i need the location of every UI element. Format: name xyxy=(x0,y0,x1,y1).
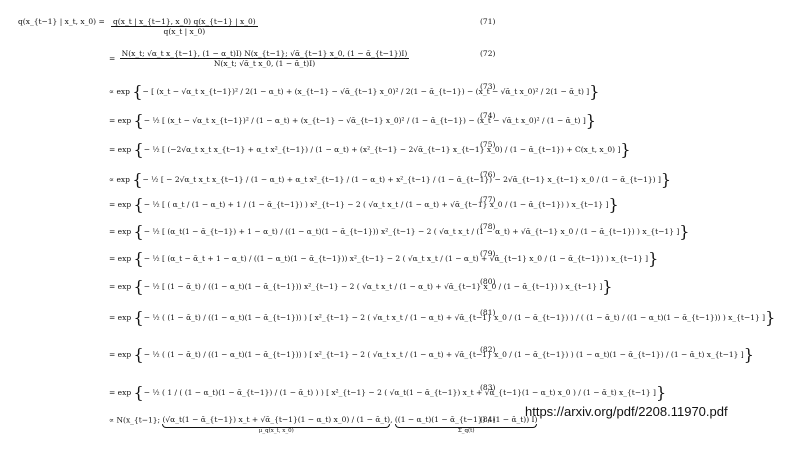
equation-number: (74) xyxy=(480,111,496,120)
equation-number: (82) xyxy=(480,345,496,354)
mean-expression: (√α_t(1 − ᾱ_{t−1}) x_t + √ᾱ_{t−1}(1 − α_… xyxy=(162,415,391,424)
expression: − ½ [ (α_t(1 − ᾱ_{t−1}) + 1 − α_t) / ((1… xyxy=(143,227,680,236)
right-brace: } xyxy=(608,195,619,214)
expression: − ½ [ (−2√α_t x_t x_{t−1} + α_t x²_{t−1}… xyxy=(143,145,621,154)
separator: , xyxy=(390,415,395,425)
fraction-denominator: q(x_t | x_0) xyxy=(163,27,206,36)
left-brace: { xyxy=(133,308,144,327)
fraction: N(x_t; √α_t x_{t−1}, (1 − α_t)I) N(x_{t−… xyxy=(119,49,410,68)
equation-body: = exp {− ½ [ (α_t(1 − ᾱ_{t−1}) + 1 − α_t… xyxy=(109,222,689,241)
equation-prefix: = exp xyxy=(109,350,134,359)
right-brace: } xyxy=(648,249,659,268)
mean-label: μ_q(x_t, x_0) xyxy=(258,428,294,434)
equation-body: = exp {− ½ [ (1 − ᾱ_t) / ((1 − α_t)(1 − … xyxy=(109,277,612,296)
equation-body: ∝ exp {− ½ [ − 2√α_t x_t x_{t−1} / (1 − … xyxy=(109,170,671,189)
left-brace: { xyxy=(132,82,143,101)
right-brace: } xyxy=(660,170,672,189)
right-brace: } xyxy=(585,111,596,130)
equation-number: (83) xyxy=(480,383,496,392)
equation-prefix: ∝ exp xyxy=(109,87,133,96)
equation-prefix: = exp xyxy=(109,227,134,236)
equation-prefix: = exp xyxy=(109,254,134,263)
equation-number: (71) xyxy=(480,17,496,26)
source-url: https://arxiv.org/pdf/2208.11970.pdf xyxy=(525,404,728,419)
expression: − ½ ( 1 / ( (1 − α_t)(1 − ᾱ_{t−1}) / (1 … xyxy=(143,388,656,397)
left-brace: { xyxy=(133,383,144,402)
equation-number: (84) xyxy=(480,415,496,424)
right-brace: } xyxy=(765,308,776,327)
equation-body: = exp {− ½ ( 1 / ( (1 − α_t)(1 − ᾱ_{t−1}… xyxy=(109,383,666,402)
left-brace: { xyxy=(133,345,144,364)
left-brace: { xyxy=(133,222,144,241)
equation-prefix: ∝ N(x_{t−1}; xyxy=(109,415,163,425)
fraction-denominator: N(x_t; √ᾱ_t x_0, (1 − ᾱ_t)I) xyxy=(213,59,316,68)
right-brace: } xyxy=(589,82,600,101)
expression: − ½ [ ( α_t / (1 − α_t) + 1 / (1 − ᾱ_{t−… xyxy=(143,200,609,209)
right-brace: } xyxy=(743,345,754,364)
equation-body: = exp {− ½ ( (1 − ᾱ_t) / ((1 − α_t)(1 − … xyxy=(109,345,754,364)
equation-body: = exp {− ½ ( (1 − ᾱ_t) / ((1 − α_t)(1 − … xyxy=(109,308,775,327)
equation-number: (80) xyxy=(480,277,496,286)
expression: − ½ ( (1 − ᾱ_t) / ((1 − α_t)(1 − ᾱ_{t−1}… xyxy=(143,313,766,322)
equation-prefix: = exp xyxy=(109,116,134,125)
equation-number: (75) xyxy=(480,140,496,149)
fraction: q(x_t | x_{t−1}, x_0) q(x_{t−1} | x_0)q(… xyxy=(111,17,258,36)
equation-prefix: = exp xyxy=(109,388,134,397)
left-brace: { xyxy=(133,111,144,130)
equation-body: ∝ N(x_{t−1}; (√α_t(1 − ᾱ_{t−1}) x_t + √ᾱ… xyxy=(109,415,538,434)
equation-number: (77) xyxy=(480,195,496,204)
equation-number: (76) xyxy=(480,170,496,179)
equation-prefix: = exp xyxy=(109,313,134,322)
fraction-numerator: N(x_t; √α_t x_{t−1}, (1 − α_t)I) N(x_{t−… xyxy=(119,49,410,59)
left-brace: { xyxy=(132,170,143,189)
covariance-label: Σ_q(t) xyxy=(457,428,475,434)
right-brace: } xyxy=(655,383,667,402)
equation-number: (81) xyxy=(480,308,496,317)
equation-number: (79) xyxy=(480,249,496,258)
expression: − [ (x_t − √α_t x_{t−1})² / 2(1 − α_t) +… xyxy=(142,87,590,96)
left-brace: { xyxy=(133,249,144,268)
left-brace: { xyxy=(133,195,144,214)
right-brace: } xyxy=(602,277,613,296)
equation-number: (72) xyxy=(480,49,496,58)
expression: − ½ [ (1 − ᾱ_t) / ((1 − α_t)(1 − ᾱ_{t−1}… xyxy=(143,282,603,291)
covariance-expression: ((1 − α_t)(1 − ᾱ_{t−1}) / (1 − ᾱ_t)) I) xyxy=(394,415,538,424)
equation-prefix: = exp xyxy=(109,145,134,154)
equation-prefix: = xyxy=(109,54,118,63)
equation-prefix: = exp xyxy=(109,282,134,291)
equation-number: (78) xyxy=(480,222,496,231)
expression: − ½ ( (1 − ᾱ_t) / ((1 − α_t)(1 − ᾱ_{t−1}… xyxy=(143,350,744,359)
fraction-numerator: q(x_t | x_{t−1}, x_0) q(x_{t−1} | x_0) xyxy=(111,17,258,27)
right-brace: } xyxy=(679,222,690,241)
equation-body: = exp {− ½ [ ( α_t / (1 − α_t) + 1 / (1 … xyxy=(109,195,619,214)
equation-prefix: ∝ exp xyxy=(109,175,133,184)
left-brace: { xyxy=(133,140,144,159)
equation-body: = exp {− ½ [ (−2√α_t x_t x_{t−1} + α_t x… xyxy=(109,140,631,159)
equation-body: q(x_t | x_{t−1}, x_0) q(x_{t−1} | x_0)q(… xyxy=(109,17,260,36)
mean-term: (√α_t(1 − ᾱ_{t−1}) x_t + √ᾱ_{t−1}(1 − α_… xyxy=(162,415,391,434)
equation-lhs: q(x_{t−1} | x_t, x_0) = xyxy=(18,17,105,26)
left-brace: { xyxy=(133,277,144,296)
expression: − ½ [ (x_t − √α_t x_{t−1})² / (1 − α_t) … xyxy=(143,116,586,125)
expression: − ½ [ − 2√α_t x_t x_{t−1} / (1 − α_t) + … xyxy=(142,175,661,184)
equation-body: ∝ exp {− [ (x_t − √α_t x_{t−1})² / 2(1 −… xyxy=(109,82,599,101)
equation-body: = N(x_t; √α_t x_{t−1}, (1 − α_t)I) N(x_{… xyxy=(109,49,411,68)
equation-prefix: = exp xyxy=(109,200,134,209)
covariance-term: ((1 − α_t)(1 − ᾱ_{t−1}) / (1 − ᾱ_t)) I) Σ… xyxy=(394,415,538,434)
equation-body: = exp {− ½ [ (α_t − ᾱ_t + 1 − α_t) / ((1… xyxy=(109,249,658,268)
right-brace: } xyxy=(620,140,631,159)
equation-number: (73) xyxy=(480,82,496,91)
equation-body: = exp {− ½ [ (x_t − √α_t x_{t−1})² / (1 … xyxy=(109,111,596,130)
expression: − ½ [ (α_t − ᾱ_t + 1 − α_t) / ((1 − α_t)… xyxy=(143,254,649,263)
